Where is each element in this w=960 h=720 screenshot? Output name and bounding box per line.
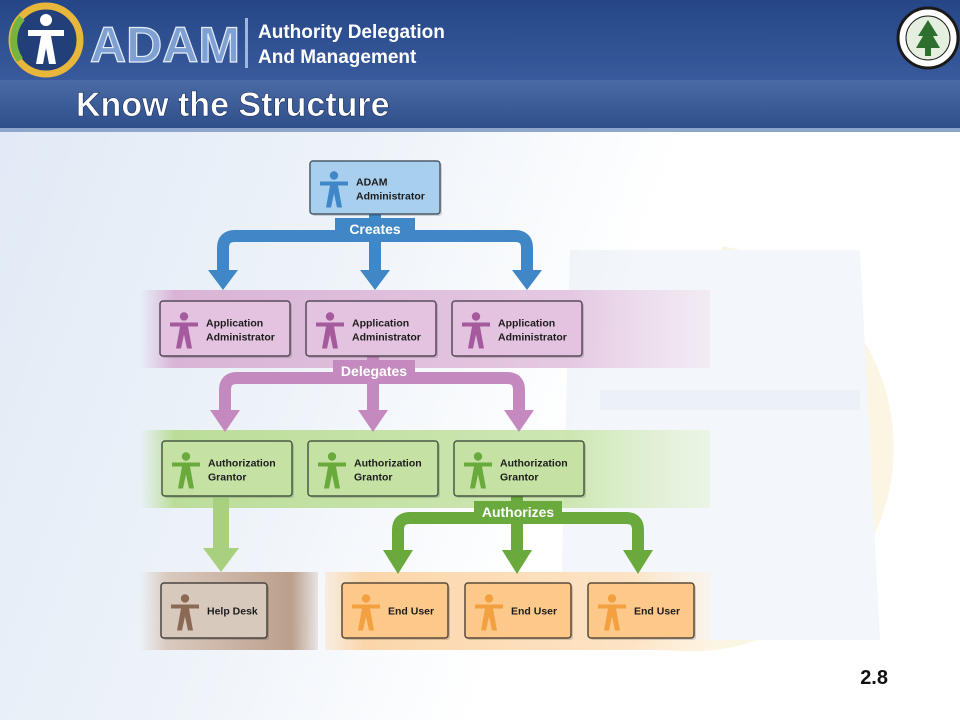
person-icon	[475, 594, 503, 631]
authorizes-arrowheads	[383, 550, 653, 574]
header-bar	[0, 0, 960, 80]
adam-logo-icon	[8, 2, 84, 78]
help-desk-node: Help Desk	[160, 582, 269, 640]
slide-title: Know the Structure	[76, 86, 390, 124]
person-icon	[464, 452, 492, 489]
person-icon	[170, 312, 198, 349]
helpdesk-connector	[203, 498, 239, 572]
creates-arrowheads	[208, 270, 542, 290]
creates-label-box	[335, 218, 415, 240]
end-user-node-label: End User	[511, 606, 557, 618]
title-bar	[0, 80, 960, 132]
delegates-arrowheads	[210, 410, 534, 432]
end-user-node: End User	[464, 582, 573, 640]
brand-subtitle-line2: And Management	[258, 47, 417, 68]
end-user-node-label: End User	[388, 606, 434, 618]
creates-label: Creates	[349, 221, 401, 237]
authorization-grantor-node-line1: Authorization	[354, 458, 422, 470]
person-icon	[172, 452, 200, 489]
person-icon	[171, 594, 199, 631]
brand-subtitle-line1: Authority Delegation	[258, 22, 445, 43]
application-administrator-node-line2: Administrator	[498, 332, 567, 344]
delegates-label-box	[333, 360, 415, 382]
adam-administrator-node-line1: ADAM	[356, 177, 388, 189]
diagram-nodes: ADAMAdministratorApplicationAdministrato…	[159, 160, 696, 640]
person-icon	[462, 312, 490, 349]
authorizes-label: Authorizes	[482, 504, 555, 520]
authorizes-label-box	[474, 501, 562, 523]
authorization-grantor-node-line1: Authorization	[500, 458, 568, 470]
authorization-grantor-node-line2: Grantor	[354, 472, 393, 484]
end-user-node: End User	[341, 582, 450, 640]
end-user-node: End User	[587, 582, 696, 640]
person-icon	[316, 312, 344, 349]
application-administrator-node-line1: Application	[498, 318, 555, 330]
authorization-grantor-node-line2: Grantor	[500, 472, 539, 484]
page-number: 2.8	[860, 667, 888, 689]
person-icon	[598, 594, 626, 631]
application-administrator-node-line1: Application	[352, 318, 409, 330]
forest-service-seal-icon	[896, 6, 960, 70]
brand-name: ADAM	[90, 17, 240, 73]
person-icon	[352, 594, 380, 631]
person-icon	[320, 171, 348, 208]
help-desk-node-label: Help Desk	[207, 606, 258, 618]
brand-divider	[245, 18, 248, 68]
delegates-label: Delegates	[341, 363, 407, 379]
person-icon	[318, 452, 346, 489]
end-user-node-label: End User	[634, 606, 680, 618]
application-administrator-node-line2: Administrator	[206, 332, 275, 344]
application-administrator-node-line1: Application	[206, 318, 263, 330]
application-administrator-node-line2: Administrator	[352, 332, 421, 344]
authorization-grantor-node-line1: Authorization	[208, 458, 276, 470]
authorization-grantor-node-line2: Grantor	[208, 472, 247, 484]
adam-administrator-node: ADAM Administrator	[309, 160, 442, 216]
adam-administrator-node-line2: Administrator	[356, 191, 425, 203]
